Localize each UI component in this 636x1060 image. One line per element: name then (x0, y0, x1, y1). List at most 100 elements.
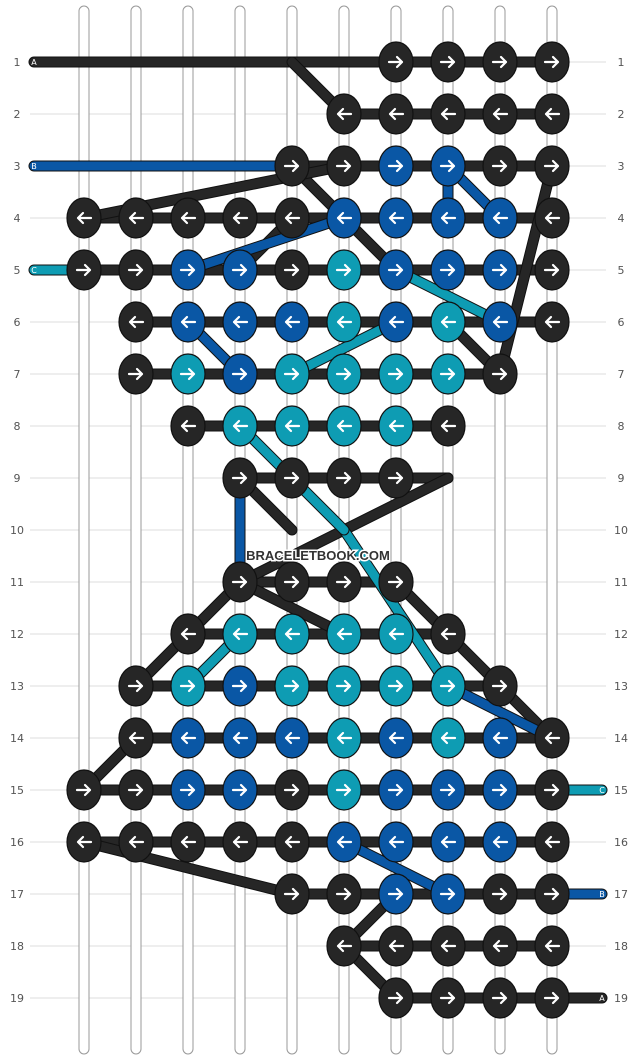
arrow-right-icon (127, 783, 144, 797)
row-number-left: 3 (14, 160, 21, 173)
knot (482, 145, 518, 187)
arrow-left-icon (232, 315, 249, 329)
thread-segment (235, 577, 349, 639)
knot (326, 457, 362, 499)
knot (170, 405, 206, 447)
arrow-left-icon (440, 107, 457, 121)
knot (118, 197, 154, 239)
knot (170, 249, 206, 291)
knot (222, 769, 258, 811)
knot (378, 457, 414, 499)
knot (482, 301, 518, 343)
arrow-left-icon (544, 315, 561, 329)
thread-segment (339, 837, 453, 899)
knot (118, 249, 154, 291)
arrow-left-icon (544, 211, 561, 225)
knot (274, 405, 310, 447)
arrow-right-icon (283, 159, 300, 173)
knot (430, 301, 466, 343)
arrow-left-icon (440, 835, 457, 849)
row-number-left: 4 (14, 212, 21, 225)
knot (534, 41, 570, 83)
arrow-right-icon (179, 367, 196, 381)
arrow-left-icon (336, 419, 353, 433)
arrow-left-icon (492, 315, 509, 329)
arrow-left-icon (180, 627, 197, 641)
knot (534, 197, 570, 239)
knot (274, 457, 310, 499)
knot (430, 405, 466, 447)
knot (378, 145, 414, 187)
arrow-left-icon (388, 835, 405, 849)
row-number-right: 15 (614, 784, 628, 797)
arrow-right-icon (439, 263, 456, 277)
knot (482, 769, 518, 811)
arrow-right-icon (491, 159, 508, 173)
knot (378, 93, 414, 135)
row-number-right: 12 (614, 628, 628, 641)
arrow-left-icon (336, 939, 353, 953)
arrow-right-icon (491, 783, 508, 797)
arrow-right-icon (231, 575, 248, 589)
knot (222, 301, 258, 343)
knot (378, 925, 414, 967)
knot (430, 41, 466, 83)
knot (482, 249, 518, 291)
arrow-right-icon (335, 263, 352, 277)
row-number-left: 5 (14, 264, 21, 277)
row-number-left: 8 (14, 420, 21, 433)
arrow-right-icon (283, 679, 300, 693)
knot (274, 769, 310, 811)
knot-grid (66, 41, 570, 1019)
strand-label-right: C (599, 786, 605, 795)
row-number-left: 9 (14, 472, 21, 485)
row-number-left: 16 (10, 836, 24, 849)
knot (170, 665, 206, 707)
knot (274, 873, 310, 915)
arrow-right-icon (283, 471, 300, 485)
knot (378, 249, 414, 291)
arrow-right-icon (491, 367, 508, 381)
arrow-right-icon (231, 263, 248, 277)
arrow-left-icon (544, 835, 561, 849)
knot (274, 301, 310, 343)
arrow-right-icon (387, 263, 404, 277)
row-number-right: 1 (618, 56, 625, 69)
knot (430, 873, 466, 915)
knot (482, 93, 518, 135)
arrow-right-icon (491, 679, 508, 693)
thread-segment (391, 265, 505, 327)
strand-label-right: A (599, 994, 605, 1003)
row-number-right: 2 (618, 108, 625, 121)
row-number-left: 14 (10, 732, 24, 745)
arrow-right-icon (387, 887, 404, 901)
row-number-right: 13 (614, 680, 628, 693)
arrow-right-icon (335, 679, 352, 693)
arrow-left-icon (284, 419, 301, 433)
strand-label-right: B (599, 890, 605, 899)
knot (222, 717, 258, 759)
knot (222, 561, 258, 603)
knot (170, 197, 206, 239)
arrow-right-icon (127, 367, 144, 381)
arrow-left-icon (440, 939, 457, 953)
knot (534, 769, 570, 811)
knot (274, 249, 310, 291)
arrow-left-icon (492, 939, 509, 953)
arrow-left-icon (336, 315, 353, 329)
arrow-left-icon (284, 315, 301, 329)
knot (378, 301, 414, 343)
arrow-left-icon (544, 107, 561, 121)
arrow-right-icon (543, 783, 560, 797)
knot (170, 821, 206, 863)
arrow-right-icon (231, 367, 248, 381)
arrow-right-icon (439, 55, 456, 69)
arrow-right-icon (335, 159, 352, 173)
arrow-right-icon (491, 55, 508, 69)
arrow-left-icon (492, 107, 509, 121)
row-number-left: 7 (14, 368, 21, 381)
arrow-left-icon (336, 627, 353, 641)
row-number-right: 18 (614, 940, 628, 953)
arrow-right-icon (335, 471, 352, 485)
